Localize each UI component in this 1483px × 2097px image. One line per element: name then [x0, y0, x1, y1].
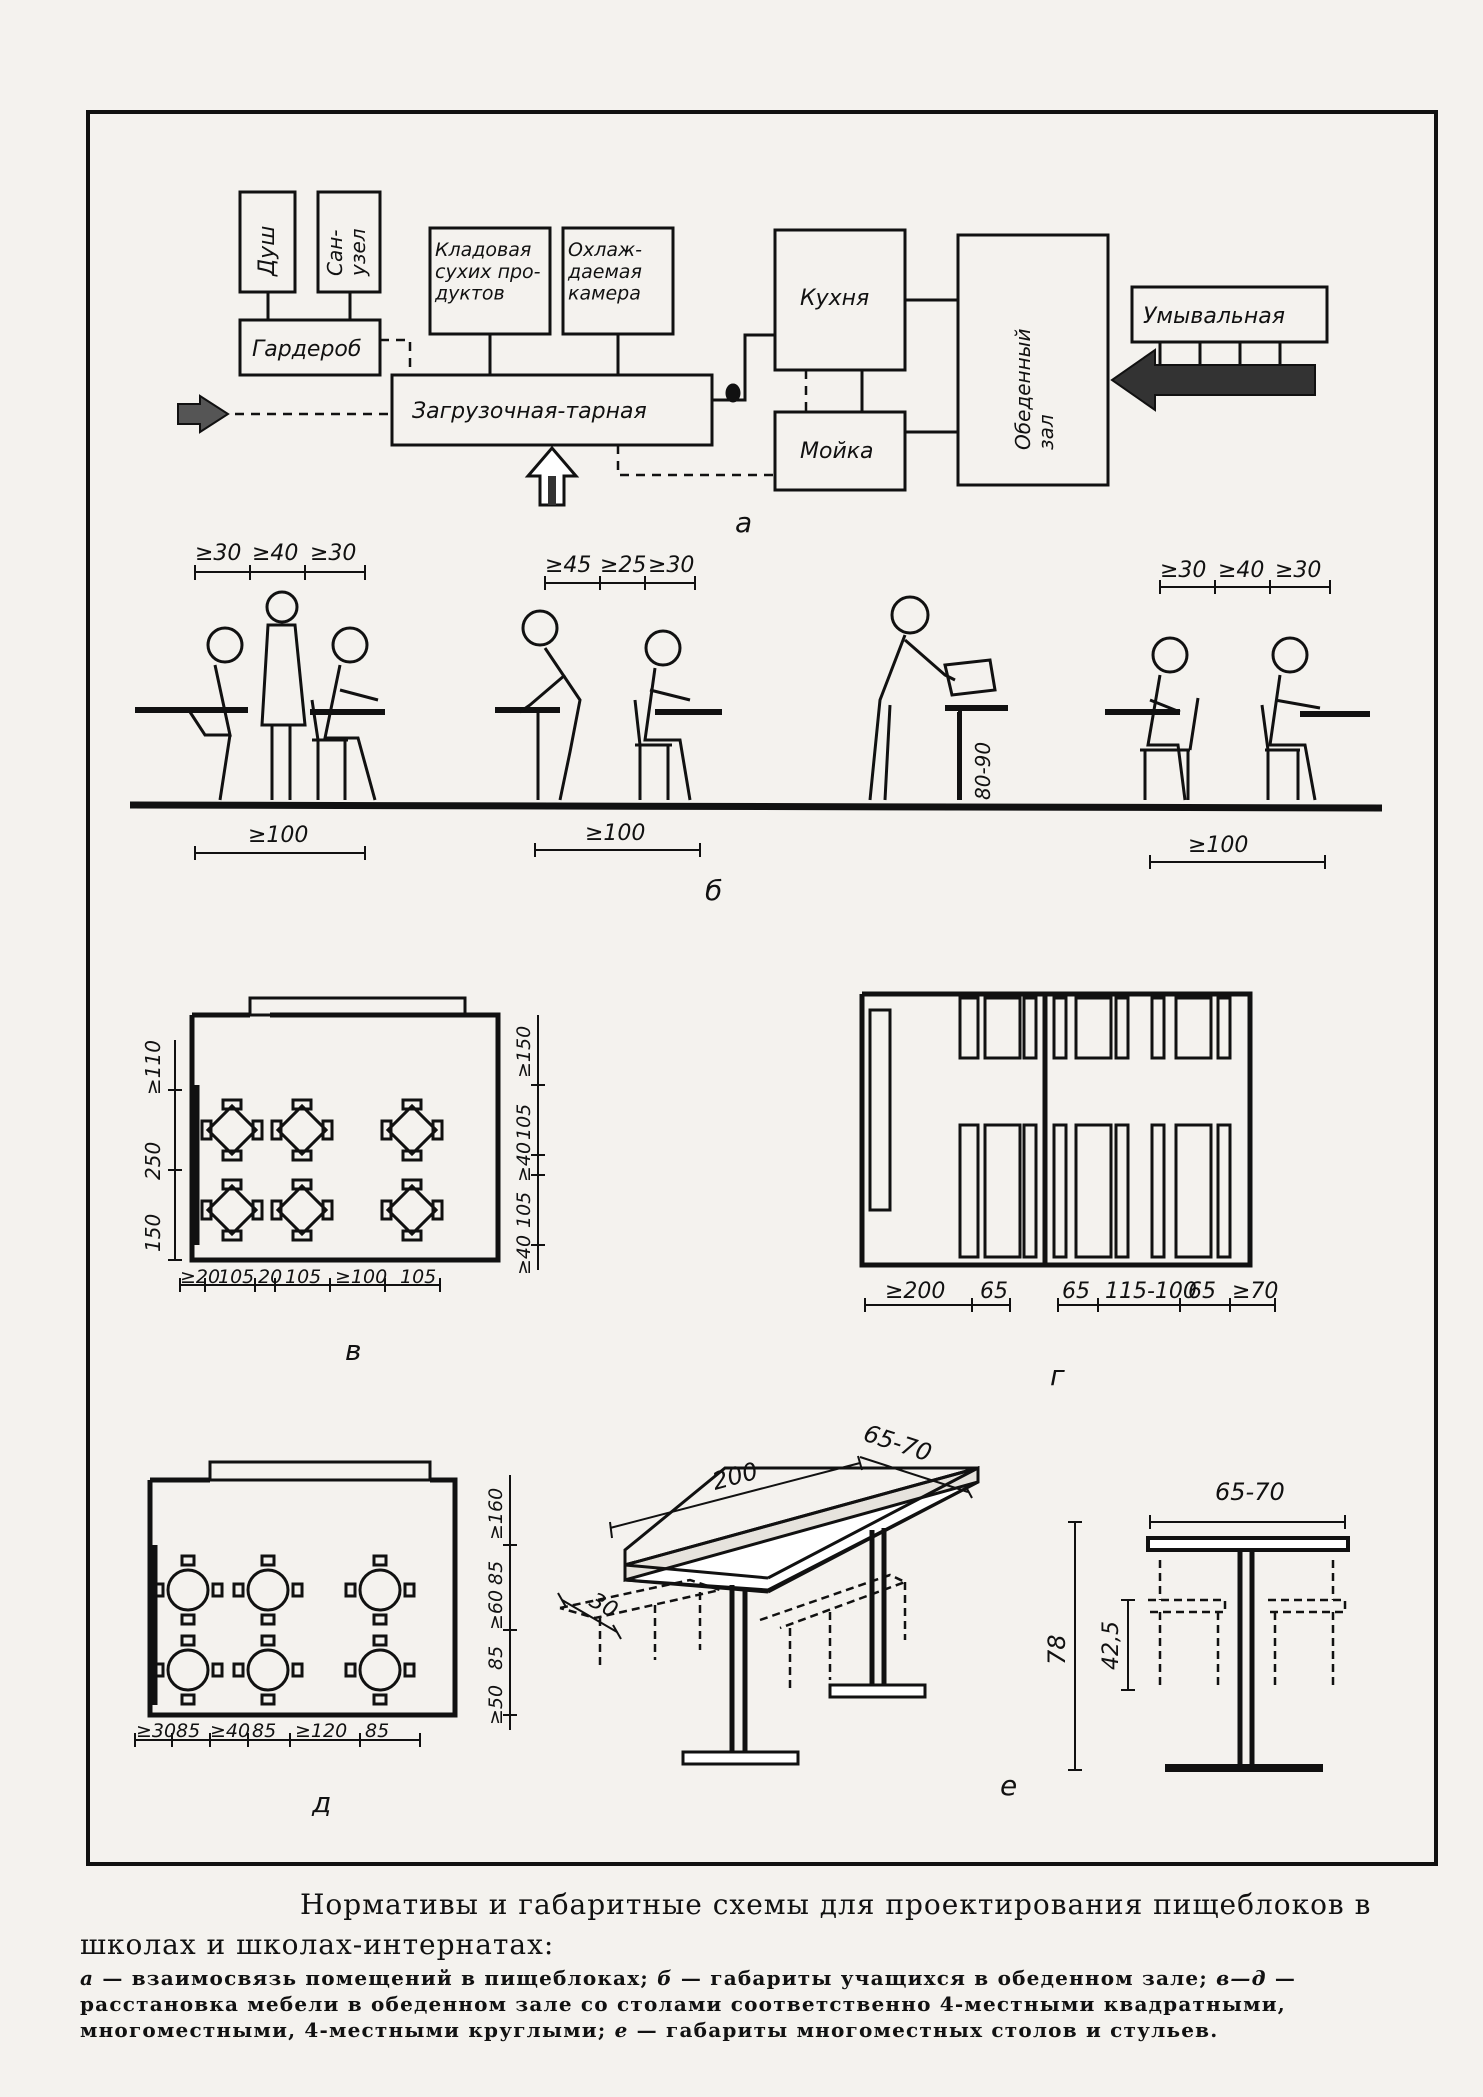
dim-g-bottom-4: 115-100 [1105, 1279, 1197, 1304]
dim-d-right-1: ≥160 [485, 1488, 507, 1540]
letter-d: д [311, 1786, 331, 1819]
letter-b: б [705, 874, 722, 907]
dim-v-left-1: ≥110 [141, 1040, 165, 1095]
dim-b-top-right-1: ≥30 [1160, 558, 1206, 583]
dim-g-bottom-6: ≥70 [1232, 1279, 1278, 1304]
scheme-b-labels: ≥30 ≥40 ≥30 ≥45 ≥25 ≥30 ≥30 ≥40 ≥30 ≥100… [195, 541, 1321, 907]
dim-b-bottom-1: ≥100 [248, 823, 308, 848]
dim-v-bottom-1: ≥20 [180, 1266, 220, 1288]
dim-v-bottom-3: 20 [258, 1266, 282, 1288]
letter-e: е [1000, 1769, 1017, 1802]
caption-title: Нормативы и габаритные схемы для проекти… [80, 1888, 1372, 1961]
dim-b-top-left-3: ≥30 [310, 541, 356, 566]
caption-text-vd: — расстановка мебели в обеденном зале со… [80, 1966, 1297, 2042]
scheme-g [859, 991, 1276, 1312]
scheme-e-side [1068, 1515, 1350, 1772]
dim-d-right-3: ≥60 [485, 1590, 507, 1630]
scheme-e-labels: 200 65-70 30 65-70 78 42,5 е [585, 1419, 1285, 1802]
caption-letter-b: б [657, 1966, 673, 1990]
label-wardrobe: Гардероб [252, 337, 361, 362]
room-wardrobe [238, 318, 382, 377]
scheme-e [557, 1455, 980, 1766]
dim-d-bottom-2: 85 [176, 1720, 200, 1742]
scheme-g-labels: ≥200 65 65 115-100 65 ≥70 г [885, 1279, 1278, 1392]
scheme-d [134, 1460, 517, 1747]
scheme-d-labels: ≥160 85 ≥60 85 ≥50 ≥30 85 ≥40 85 ≥120 85… [136, 1488, 507, 1819]
dim-d-bottom-4: 85 [252, 1720, 276, 1742]
dim-b-top-left-1: ≥30 [195, 541, 241, 566]
dim-d-right-5: ≥50 [485, 1685, 507, 1725]
dim-v-right-3: ≥40 [513, 1142, 535, 1182]
figure-frame [86, 110, 1438, 1866]
dim-b-bottom-2: ≥100 [585, 821, 645, 846]
dim-e-seat-height: 42,5 [1099, 1621, 1124, 1670]
dim-d-bottom-5: ≥120 [295, 1720, 347, 1742]
caption-text-a: — взаимосвязь помещений в пищеблоках; [94, 1966, 658, 1990]
room-dining-hall [956, 233, 1110, 487]
dim-g-bottom-1: ≥200 [885, 1279, 945, 1304]
caption-description: а — взаимосвязь помещений в пищеблоках; … [80, 1965, 1420, 2043]
label-loading: Загрузочная-тарная [412, 399, 647, 424]
letter-a: а [735, 506, 752, 539]
dim-v-bottom-2: 105 [218, 1266, 254, 1288]
label-toilet: Сан-узел [323, 228, 370, 277]
dim-v-right-5: ≥40 [513, 1235, 535, 1275]
label-washing: Мойка [800, 439, 874, 464]
dim-b-top-right-3: ≥30 [1275, 558, 1321, 583]
caption-letter-a: а [80, 1966, 95, 1990]
caption-text-b: — габариты учащихся в обеденном зале; [672, 1966, 1217, 1990]
dim-d-bottom-6: 85 [365, 1720, 389, 1742]
letter-v: в [345, 1334, 362, 1367]
dim-g-bottom-3: 65 [1062, 1279, 1090, 1304]
dim-e-bench-width: 30 [585, 1588, 621, 1623]
dim-b-top-right-2: ≥40 [1218, 558, 1264, 583]
scheme-a [177, 190, 1329, 507]
dim-d-right-2: 85 [485, 1561, 507, 1585]
dim-g-bottom-2: 65 [980, 1279, 1008, 1304]
dim-v-bottom-5: ≥100 [335, 1266, 387, 1288]
dim-v-bottom-4: 105 [285, 1266, 321, 1288]
caption-text-e: — габариты многоместных столов и стульев… [628, 2018, 1219, 2042]
floor-line [129, 801, 1383, 812]
dim-v-right-1: ≥150 [513, 1026, 535, 1078]
caption-letter-e: е [614, 2018, 629, 2042]
dim-d-bottom-1: ≥30 [136, 1720, 176, 1742]
room-loading [390, 373, 714, 447]
label-kitchen: Кухня [800, 286, 869, 311]
dim-e-side-width: 65-70 [1215, 1478, 1285, 1506]
dim-b-bottom-3: ≥100 [1188, 833, 1248, 858]
dim-d-bottom-3: ≥40 [210, 1720, 250, 1742]
dim-b-top-mid-2: ≥25 [600, 553, 646, 578]
label-washroom: Умывальная [1143, 304, 1285, 329]
room-washing [773, 410, 907, 492]
label-shower: Душ [255, 226, 280, 277]
dim-b-top-left-2: ≥40 [252, 541, 298, 566]
dim-v-bottom-6: 105 [400, 1266, 436, 1288]
dim-g-bottom-5: 65 [1188, 1279, 1216, 1304]
dim-e-height: 78 [1043, 1634, 1071, 1665]
scheme-v-labels: ≥110 250 150 ≥150 105 ≥40 105 ≥40 ≥20 10… [141, 1026, 535, 1367]
dim-v-right-4: 105 [513, 1192, 535, 1228]
dim-v-left-3: 150 [141, 1214, 165, 1252]
dim-b-counter-height: 80-90 [971, 742, 995, 800]
scheme-b [129, 565, 1383, 869]
dim-b-top-mid-3: ≥30 [648, 553, 694, 578]
label-dining-hall: Обеденныйзал [1011, 329, 1058, 450]
dim-v-left-2: 250 [141, 1142, 165, 1180]
caption-letter-vd: в—д [1216, 1966, 1267, 1990]
dim-b-top-mid-1: ≥45 [545, 553, 591, 578]
dim-d-right-4: 85 [485, 1646, 507, 1670]
scheme-v [168, 996, 545, 1292]
room-washroom [1130, 285, 1329, 344]
letter-g: г [1050, 1359, 1065, 1392]
dim-v-right-2: 105 [513, 1104, 535, 1140]
